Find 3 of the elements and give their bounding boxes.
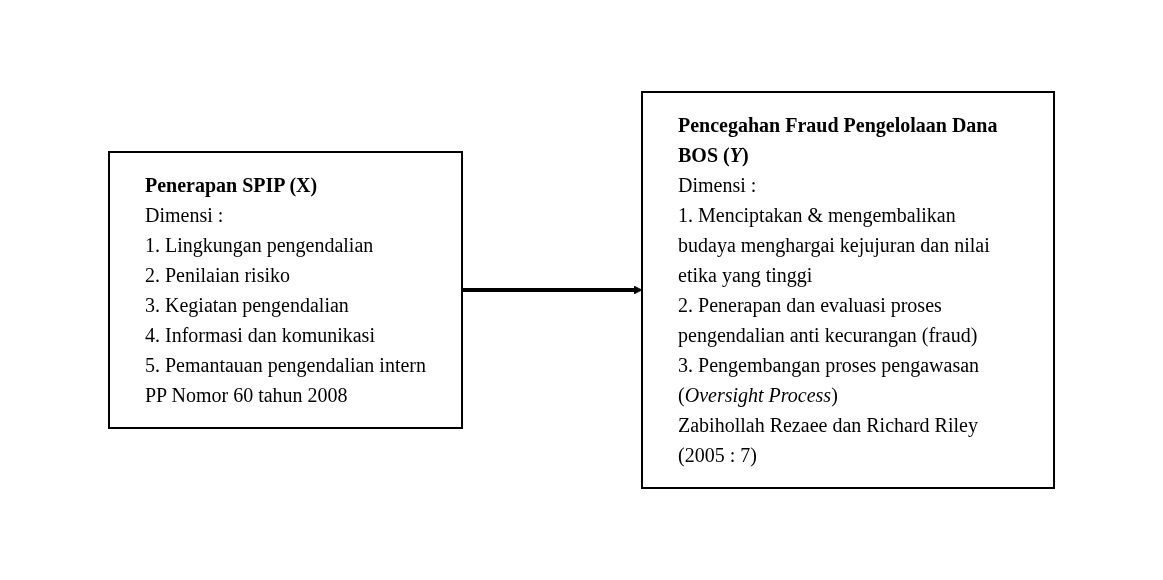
arrow <box>462 285 643 295</box>
node-box: Pencegahan Fraud Pengelolaan Dana BOS (Y) Dimensi : 1. Menciptakan & mengembalikan budaya menghargai kejujuran dan nilai etika yang tinggi 2. Penerapan dan evaluasi proses pengendalian anti kecurangan (fraud) 3. Pengembangan proses pengawasan (Oversight Process) Zabihollah Rezaee dan Richard Riley (2005 : 7) <box>641 91 1055 489</box>
node-box: Penerapan SPIP (X) Dimensi : 1. Lingkungan pengendalian 2. Penilaian risiko 3. Kegiatan pengendalian 4. Informasi dan komunikasi 5. Pemantauan pengendalian intern PP Nomor 60 tahun 2008 <box>108 151 463 429</box>
